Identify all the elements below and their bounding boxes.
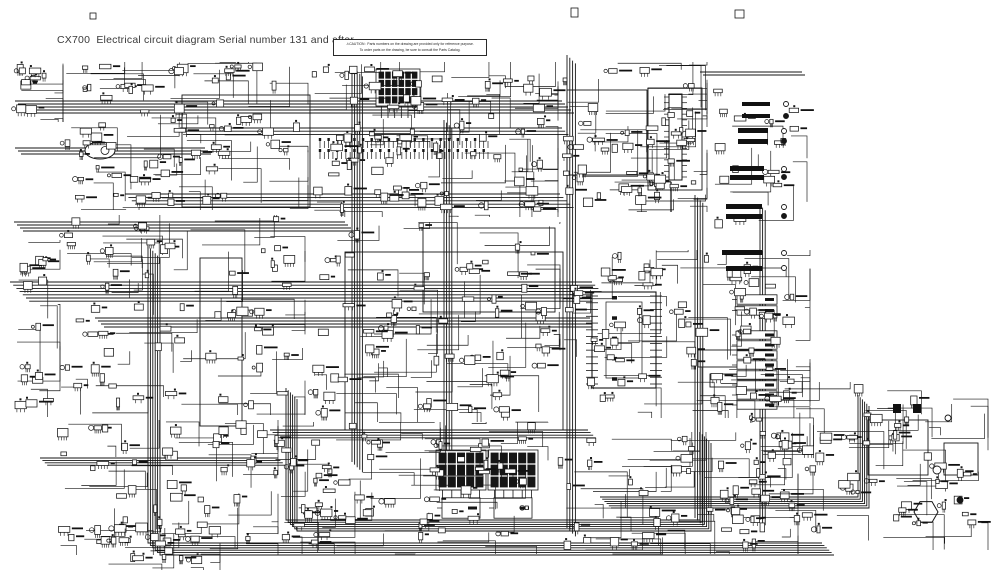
symbol-layer	[89, 7, 964, 504]
caution-box: ⚠CAUTION : Parts numbers on the drawing …	[333, 39, 487, 56]
caution-line-2: To order parts on the drawing, be sure t…	[359, 47, 461, 52]
caution-line-1: ⚠CAUTION : Parts numbers on the drawing …	[346, 42, 474, 47]
component-cluster-layer	[11, 61, 991, 570]
